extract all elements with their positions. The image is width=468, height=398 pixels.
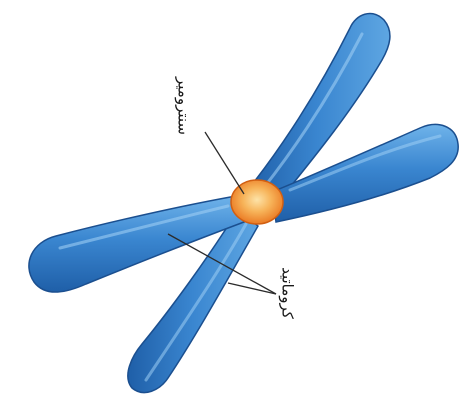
centromere-label: سنترومیر <box>176 77 191 135</box>
chromatid-label: کروماتید <box>280 267 295 319</box>
centromere-leader-line <box>205 132 244 194</box>
chromatid-leader-line <box>228 283 276 294</box>
